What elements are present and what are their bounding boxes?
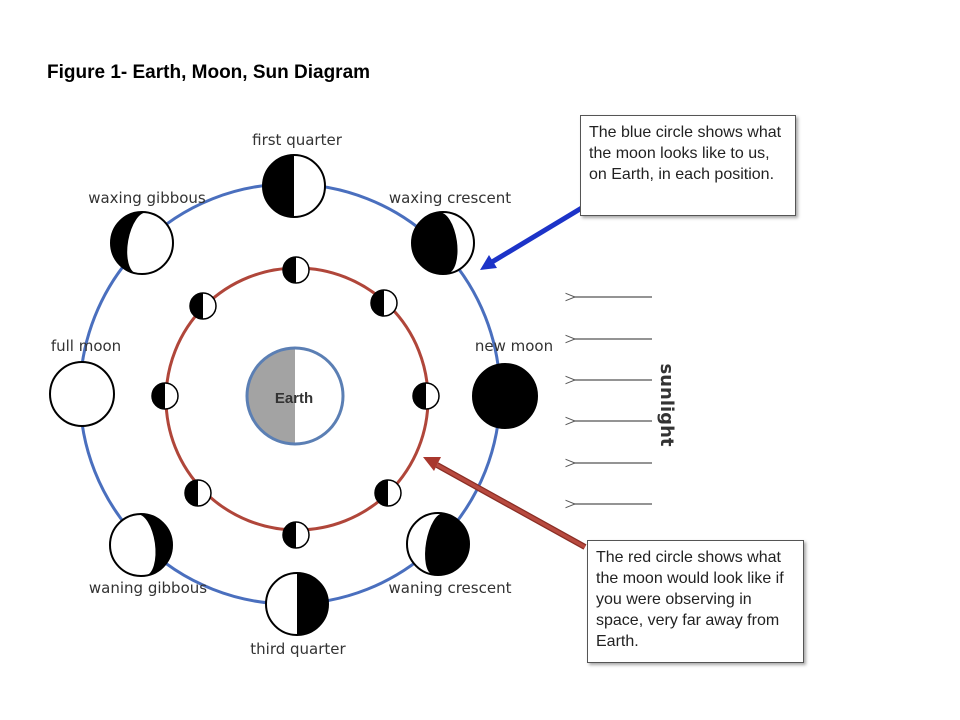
moon-first-quarter xyxy=(263,155,325,217)
label-full-moon: full moon xyxy=(51,337,121,355)
inner-moon-bottom-left xyxy=(185,480,211,506)
inner-moon-bottom-right xyxy=(375,480,401,506)
inner-moon-right xyxy=(413,383,439,409)
inner-moon-bottom xyxy=(283,522,309,548)
sunlight-arrows xyxy=(574,297,652,504)
inner-moon-top xyxy=(283,257,309,283)
moon-waning-gibbous xyxy=(110,510,176,576)
label-first-quarter: first quarter xyxy=(252,131,343,149)
moon-full-moon xyxy=(50,362,114,426)
label-new-moon: new moon xyxy=(475,337,553,355)
moon-waxing-gibbous xyxy=(106,207,173,274)
moon-new-moon xyxy=(473,364,537,428)
moon-waxing-crescent xyxy=(408,210,474,278)
label-third-quarter: third quarter xyxy=(250,640,346,658)
red-circle-callout: The red circle shows what the moon would… xyxy=(587,540,804,663)
inner-moon-top-left xyxy=(190,293,216,319)
moon-third-quarter xyxy=(266,573,328,635)
earth: Earth xyxy=(247,348,343,444)
moon-waning-crescent xyxy=(407,511,474,580)
label-waning-gibbous: waning gibbous xyxy=(89,579,207,597)
inner-moon-left xyxy=(152,383,178,409)
sunlight-label: sunlight xyxy=(656,364,677,447)
blue-callout-arrow xyxy=(480,206,585,270)
blue-circle-callout: The blue circle shows what the moon look… xyxy=(580,115,796,216)
earth-label: Earth xyxy=(275,390,313,407)
label-waning-crescent: waning crescent xyxy=(389,579,512,597)
label-waxing-gibbous: waxing gibbous xyxy=(88,189,206,207)
inner-moon-top-right xyxy=(371,290,397,316)
label-waxing-crescent: waxing crescent xyxy=(389,189,511,207)
